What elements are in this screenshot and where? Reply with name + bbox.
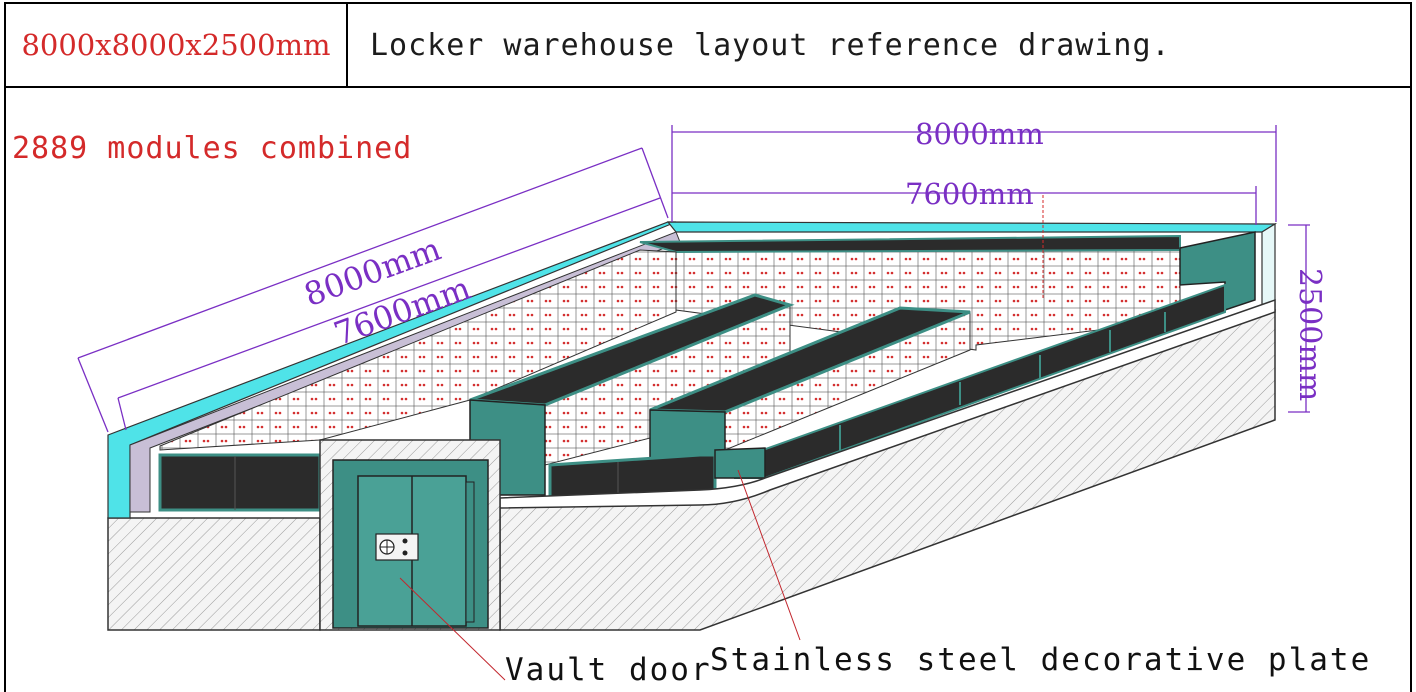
top-outer-dimension: 8000mm <box>915 117 1044 151</box>
back-rim <box>666 221 1278 233</box>
back-top-cabinets <box>639 234 1181 254</box>
left-low-cabinets <box>158 453 322 512</box>
teal-post <box>714 447 766 479</box>
left-wall-concrete <box>107 517 321 631</box>
vault-door-callout: Vault door <box>505 652 712 688</box>
header-row: 8000x8000x2500mm Locker warehouse layout… <box>4 2 1412 88</box>
vault-door-leader <box>399 577 506 681</box>
island-2-end <box>649 409 726 461</box>
top-inner-dimension: 7600mm <box>905 177 1034 211</box>
header-dimensions: 8000x8000x2500mm <box>6 4 348 86</box>
left-locker-wall <box>159 249 677 451</box>
front-ledge <box>499 298 1276 509</box>
header-title: Locker warehouse layout reference drawin… <box>370 27 1171 63</box>
plate-callout: Stainless steel decorative plate <box>710 642 1372 678</box>
height-dimension: 2500mm <box>1292 268 1327 401</box>
right-rim <box>1261 222 1276 311</box>
modules-note: 2889 modules combined <box>12 131 413 166</box>
plate-leader <box>737 469 801 641</box>
dimension-lines <box>77 125 1310 433</box>
drawing-body <box>4 86 1412 692</box>
